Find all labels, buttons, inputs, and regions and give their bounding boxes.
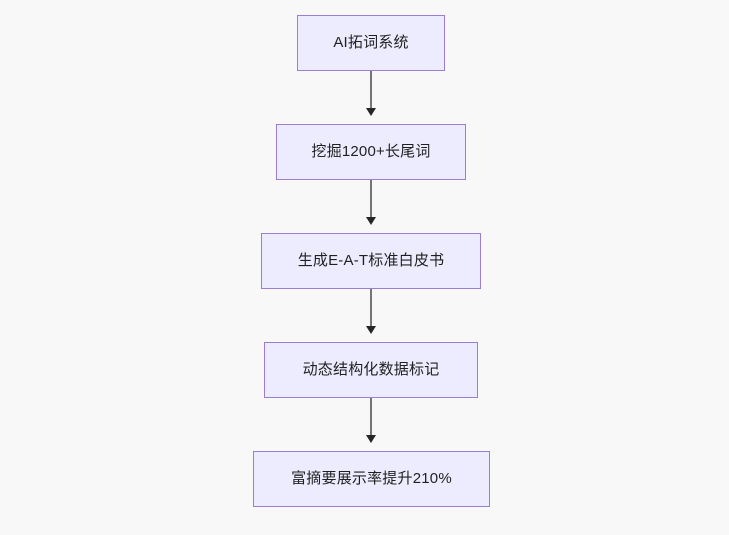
node-label: 富摘要展示率提升210%: [291, 470, 452, 487]
edge-n3-n4: [366, 289, 376, 334]
arrowhead-icon: [366, 217, 376, 225]
edge-n2-n3: [366, 180, 376, 225]
node-label: 动态结构化数据标记: [302, 361, 440, 378]
arrowhead-icon: [366, 435, 376, 443]
arrowhead-icon: [366, 108, 376, 116]
edge-n4-n5: [366, 398, 376, 443]
flowchart-node-mine-longtail-keywords[interactable]: 挖掘1200+长尾词: [276, 124, 466, 180]
node-label: 生成E-A-T标准白皮书: [297, 252, 445, 269]
edge-line: [370, 71, 372, 108]
edge-n1-n2: [366, 71, 376, 116]
edge-line: [370, 289, 372, 326]
flowchart-node-ai-keyword-system[interactable]: AI拓词系统: [297, 15, 445, 71]
arrowhead-icon: [366, 326, 376, 334]
flowchart-node-generate-eat-whitepaper[interactable]: 生成E-A-T标准白皮书: [261, 233, 481, 289]
node-label: 挖掘1200+长尾词: [311, 143, 431, 160]
flowchart-node-dynamic-structured-data-markup[interactable]: 动态结构化数据标记: [264, 342, 478, 398]
flowchart-node-rich-snippet-rate-increase[interactable]: 富摘要展示率提升210%: [253, 451, 490, 507]
node-label: AI拓词系统: [333, 34, 409, 51]
edge-line: [370, 180, 372, 217]
edge-line: [370, 398, 372, 435]
